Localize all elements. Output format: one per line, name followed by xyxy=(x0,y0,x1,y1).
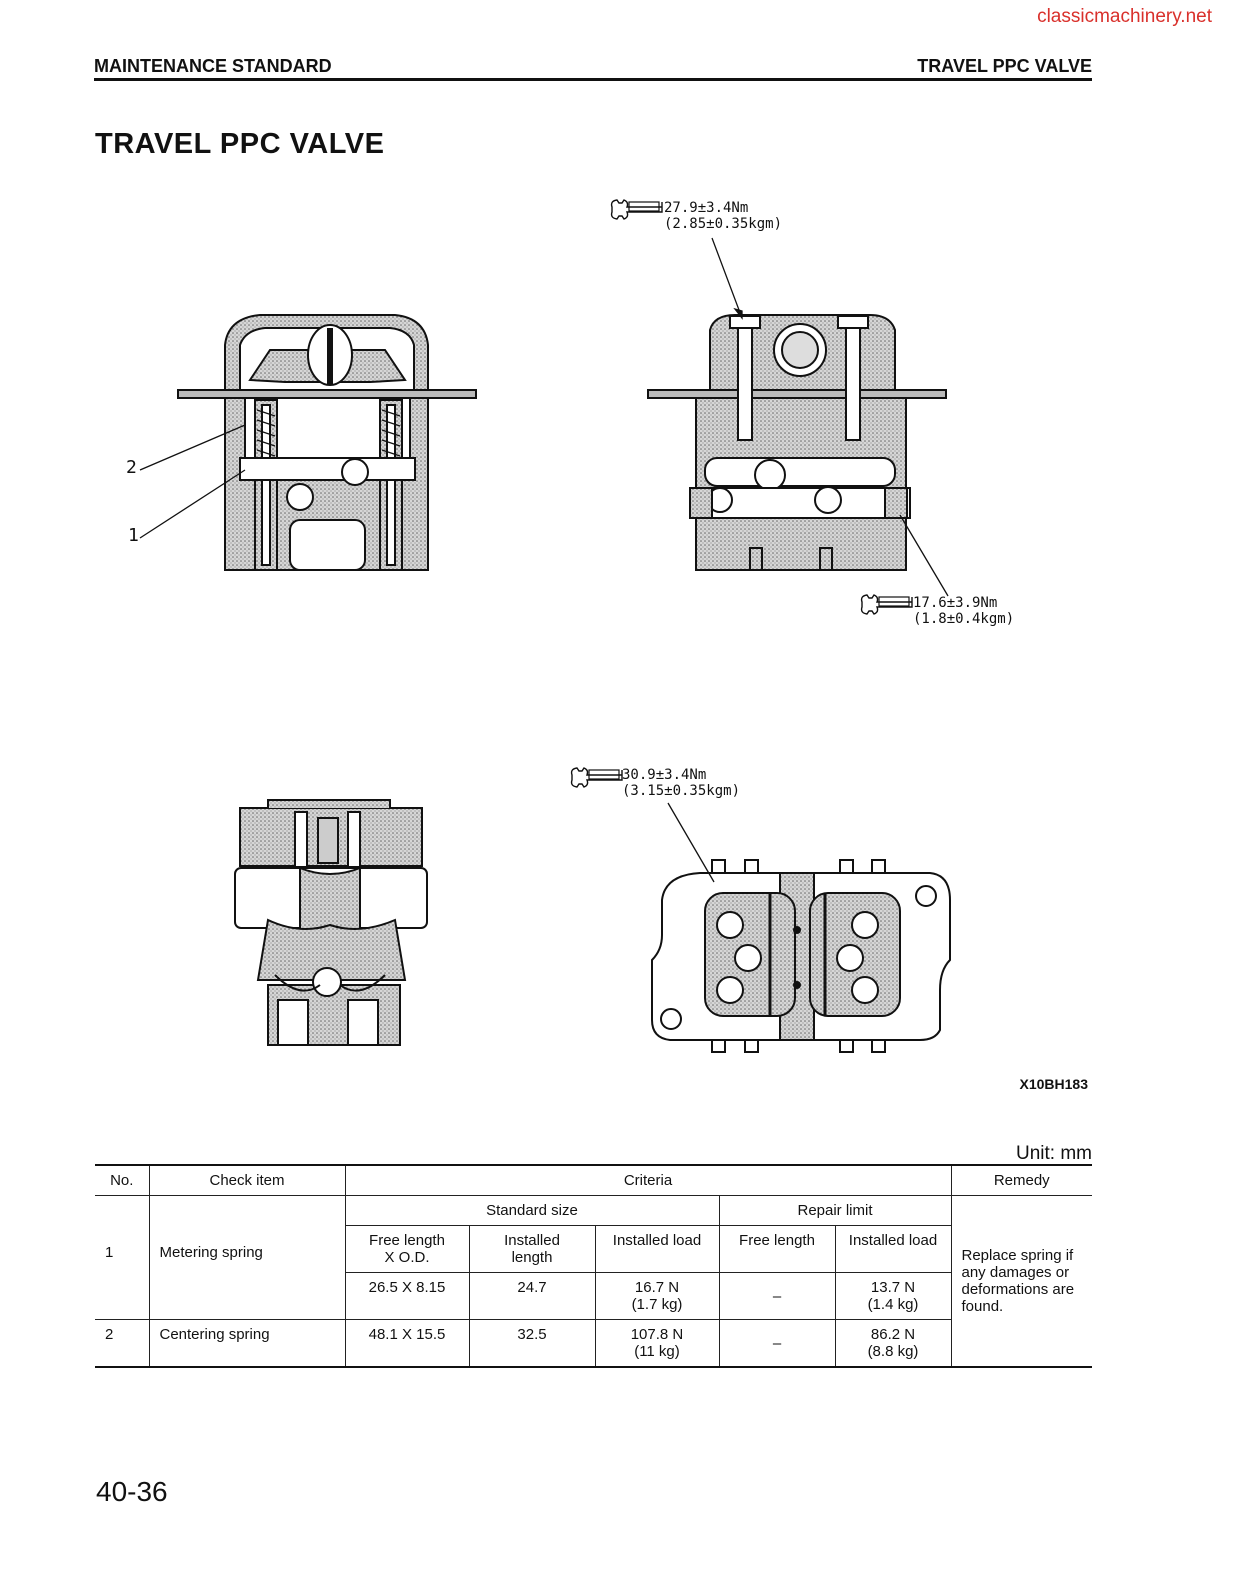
row2-rep-load: 86.2 N (8.8 kg) xyxy=(834,1319,951,1368)
cell-line: 16.7 N xyxy=(634,1279,680,1296)
sub-installed-load-repair: Installed load xyxy=(834,1225,951,1273)
sub-free-length: Free length xyxy=(718,1225,836,1273)
wrench-icon xyxy=(860,594,913,615)
torque-top-kgm: (2.85±0.35kgm) xyxy=(664,216,783,232)
plan-view-right xyxy=(651,859,951,1053)
torque-top-nm: 27.9±3.4Nm xyxy=(664,200,749,216)
cell-line: (1.4 kg) xyxy=(867,1296,919,1313)
unit-label: Unit: mm xyxy=(1016,1143,1092,1166)
header-left: MAINTENANCE STANDARD xyxy=(94,56,332,76)
cell-line: 107.8 N xyxy=(630,1326,684,1343)
group-repair: Repair limit xyxy=(718,1195,952,1226)
side-view-left xyxy=(234,799,428,1046)
torque-bottom-kgm: (3.15±0.35kgm) xyxy=(622,783,741,799)
header-remedy: Remedy xyxy=(950,1164,1092,1196)
watermark: classicmachinery.net xyxy=(1037,6,1212,27)
table-row: 26.5 X 8.15 24.7 16.7 N (1.7 kg) – 13.7 … xyxy=(95,1272,1092,1320)
header-criteria: Criteria xyxy=(344,1164,952,1196)
row2-item: Centering spring xyxy=(148,1319,346,1368)
cell-line: (8.8 kg) xyxy=(867,1343,919,1360)
section-view-left xyxy=(177,314,477,571)
torque-right: 17.6±3.9Nm (1.8±0.4kgm) xyxy=(913,595,1014,627)
front-view-right xyxy=(647,314,947,571)
header-right: TRAVEL PPC VALVE xyxy=(917,56,1092,76)
valve-drawing xyxy=(139,199,951,1053)
torque-right-kgm: (1.8±0.4kgm) xyxy=(913,611,1015,627)
table-row: 2 Centering spring 48.1 X 15.5 32.5 107.… xyxy=(95,1319,1092,1368)
sub-line: Installed xyxy=(504,1232,560,1249)
cell-line: 13.7 N xyxy=(870,1279,916,1296)
row1-inst-load: 16.7 N (1.7 kg) xyxy=(594,1272,720,1320)
row1-free: 26.5 X 8.15 xyxy=(345,1272,470,1320)
sub-installed-load: Installed load xyxy=(594,1225,720,1273)
torque-top: 27.9±3.4Nm (2.85±0.35kgm) xyxy=(664,200,782,232)
row2-free: 48.1 X 15.5 xyxy=(344,1319,470,1368)
torque-bottom: 30.9±3.4Nm (3.15±0.35kgm) xyxy=(622,767,740,799)
row2-inst-load: 107.8 N (11 kg) xyxy=(594,1319,720,1368)
page-title: TRAVEL PPC VALVE xyxy=(95,128,385,160)
page-header: MAINTENANCE STANDARD TRAVEL PPC VALVE xyxy=(94,56,1092,81)
row1-no: 1 xyxy=(95,1195,150,1320)
row2-inst-len: 32.5 xyxy=(468,1319,596,1368)
sub-line: length xyxy=(511,1249,553,1266)
leader-lines xyxy=(139,237,949,883)
remedy-line: found. xyxy=(961,1298,1004,1315)
sub-line: X O.D. xyxy=(384,1249,430,1266)
callout-1: 1 xyxy=(128,525,139,546)
header-no: No. xyxy=(95,1164,150,1196)
remedy-line: any damages or xyxy=(961,1264,1070,1281)
group-standard: Standard size xyxy=(344,1195,720,1226)
remedy-line: Replace spring if xyxy=(961,1247,1074,1264)
header-check-item: Check item xyxy=(148,1164,346,1196)
remedy-line: deformations are xyxy=(961,1281,1075,1298)
sub-installed-length: Installed length xyxy=(468,1225,596,1273)
cell-line: (1.7 kg) xyxy=(631,1296,683,1313)
row2-rep-free: – xyxy=(718,1319,836,1368)
figure-id: X10BH183 xyxy=(1019,1076,1089,1092)
callout-2: 2 xyxy=(126,457,137,478)
cell-line: (11 kg) xyxy=(634,1343,680,1360)
row1-rep-free: – xyxy=(718,1272,836,1320)
row1-inst-len: 24.7 xyxy=(468,1272,596,1320)
page-number: 40-36 xyxy=(96,1476,168,1507)
remedy-cell: Replace spring if any damages or deforma… xyxy=(950,1195,1092,1368)
wrench-icon xyxy=(610,199,663,220)
torque-bottom-nm: 30.9±3.4Nm xyxy=(622,767,707,783)
cell-line: 86.2 N xyxy=(870,1326,916,1343)
sub-line: Free length xyxy=(369,1232,445,1249)
row2-no: 2 xyxy=(95,1319,150,1368)
spring-spec-table: No. Check item Criteria Remedy 1 Meterin… xyxy=(95,1164,1092,1368)
row1-rep-load: 13.7 N (1.4 kg) xyxy=(834,1272,951,1320)
row1-item: Metering spring xyxy=(148,1195,346,1320)
torque-right-nm: 17.6±3.9Nm xyxy=(913,595,998,611)
wrench-icon xyxy=(570,767,623,788)
sub-free-length-od: Free length X O.D. xyxy=(345,1225,470,1273)
